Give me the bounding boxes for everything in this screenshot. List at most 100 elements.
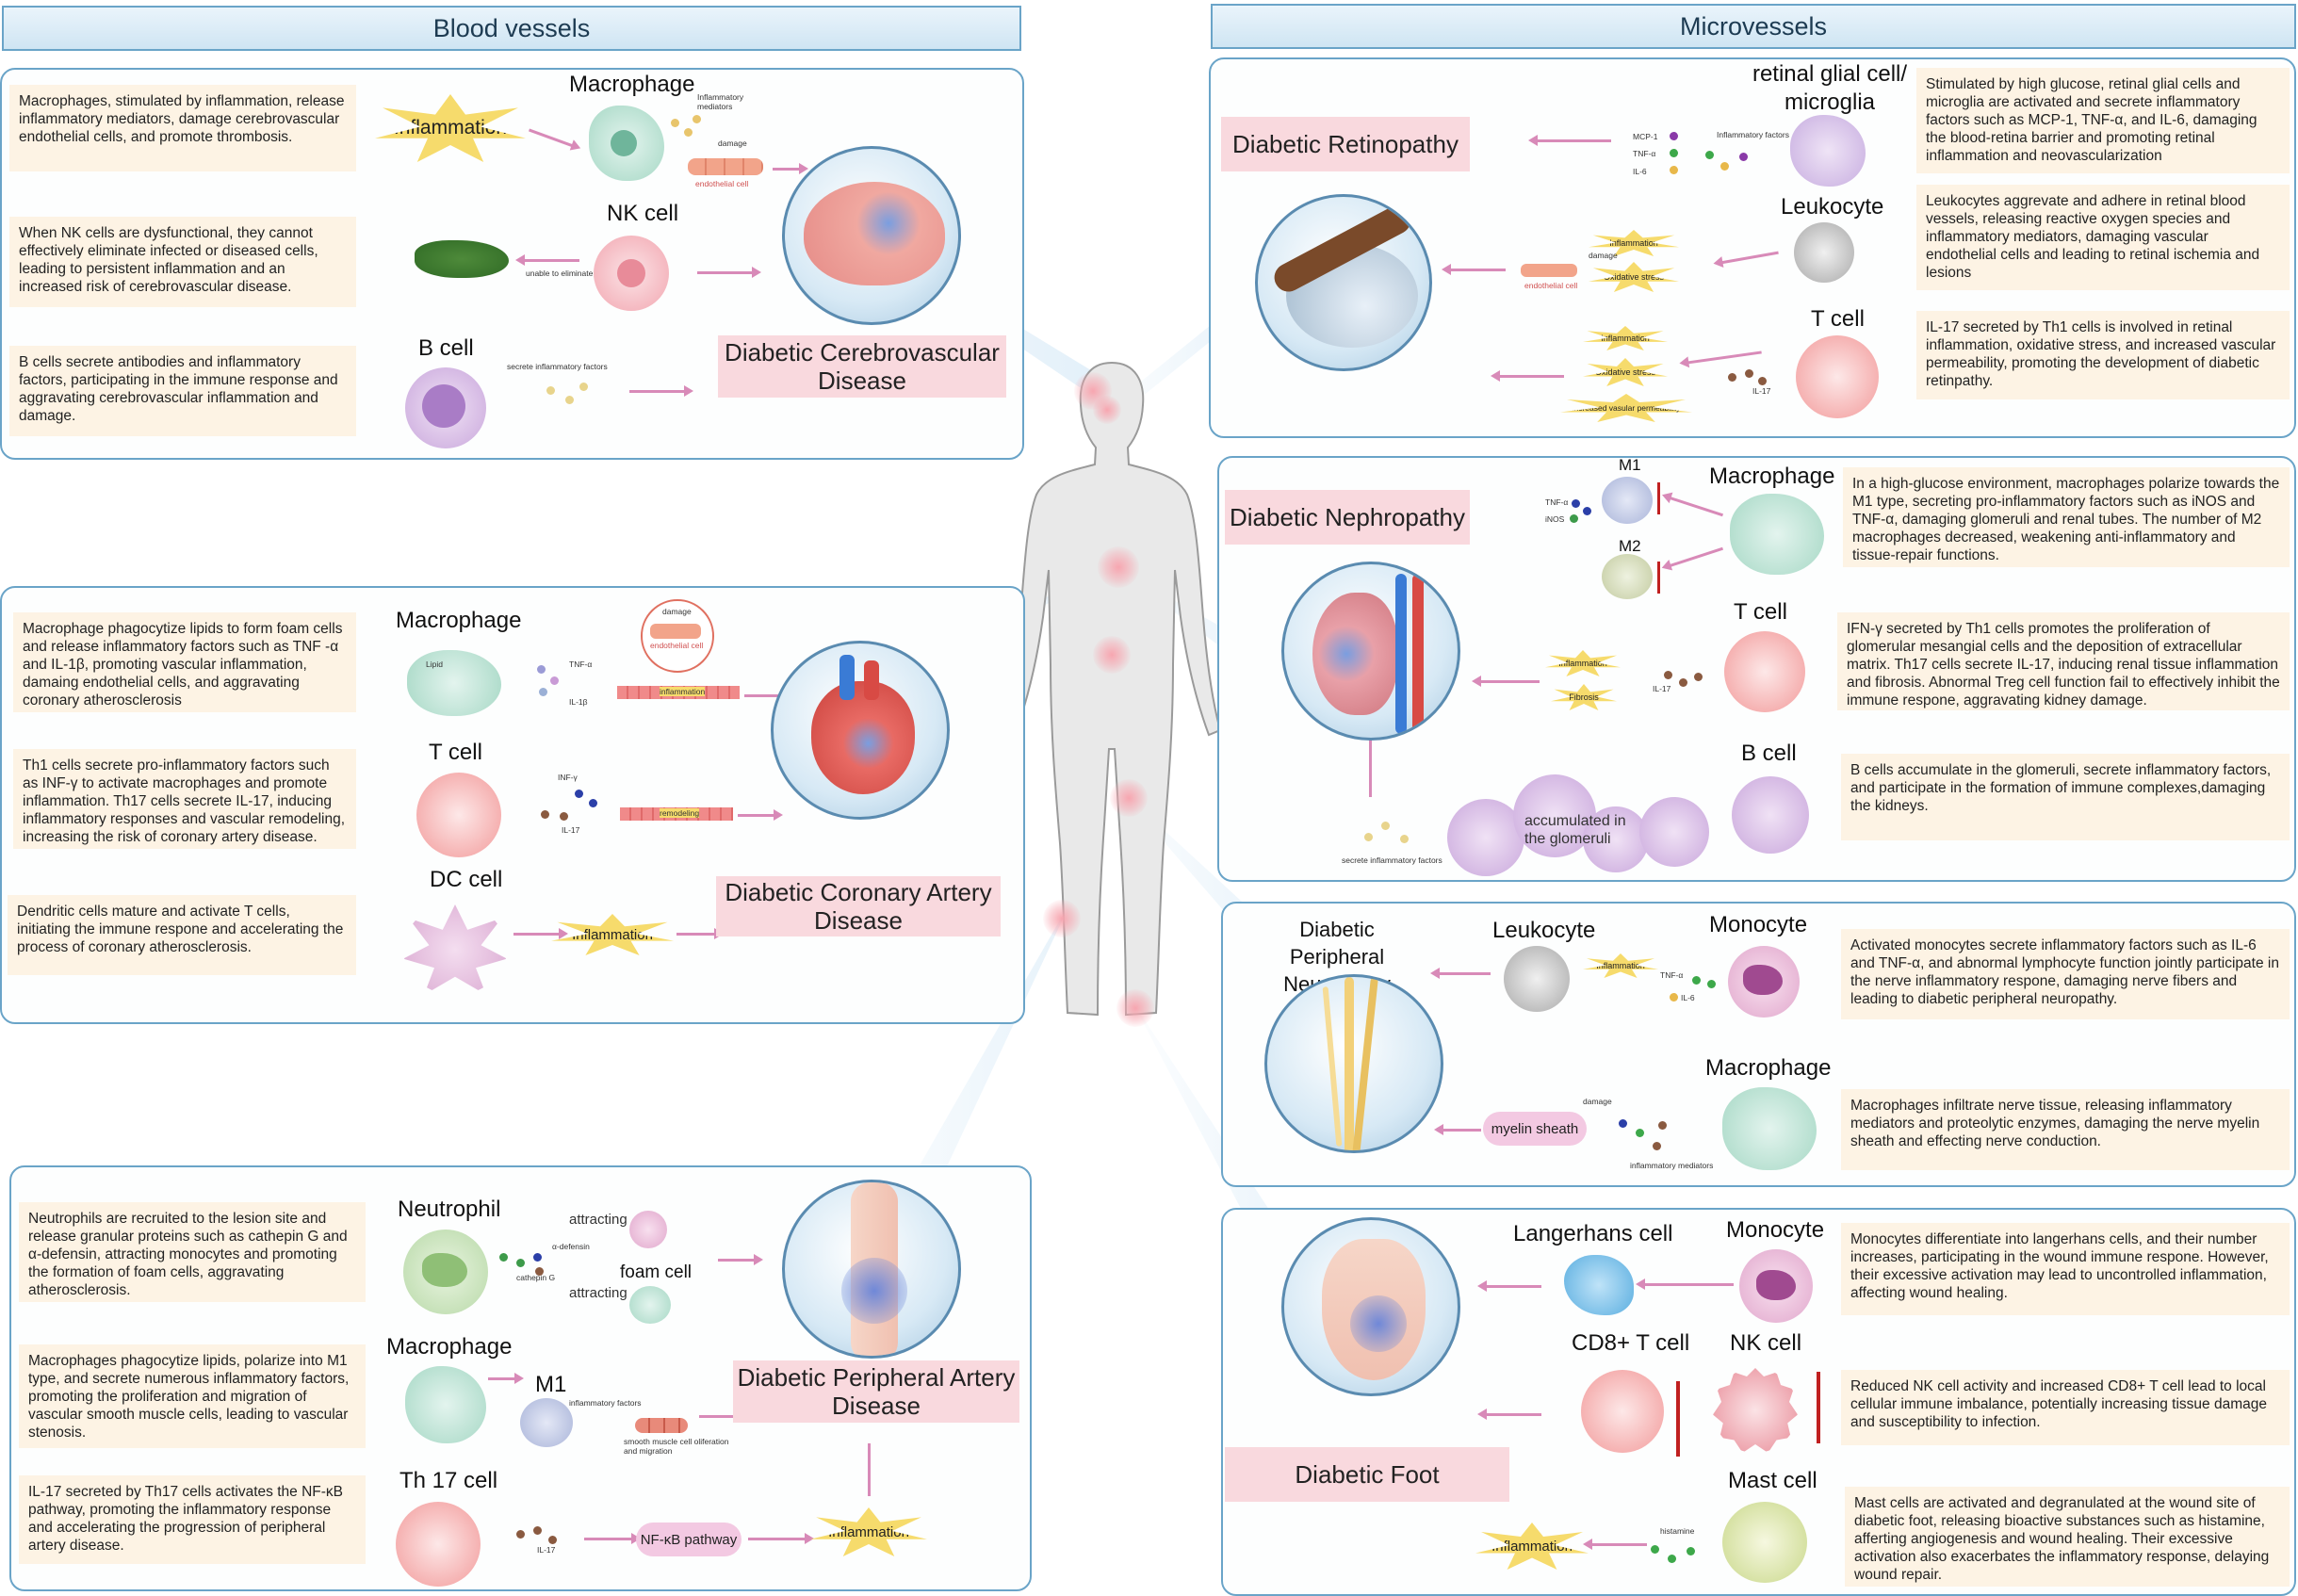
a-defensin-label: α-defensin — [552, 1242, 590, 1251]
th17-cell — [396, 1502, 481, 1587]
retina-il17-label: IL-17 — [1752, 386, 1771, 396]
smc-label: smooth muscle cell oliferation and migra… — [624, 1437, 729, 1456]
hotspot-nerve — [1110, 779, 1148, 817]
factor-dot — [539, 688, 547, 696]
factor-dot — [535, 1267, 544, 1276]
factor-dot — [533, 1253, 542, 1262]
accumulated-label: accumulated in the glomeruli — [1524, 813, 1626, 847]
m1-label: M1 — [1619, 456, 1641, 474]
pad-inflammation-label: Inflammation — [828, 1523, 909, 1540]
arrow-nk-foot — [1477, 1409, 1541, 1420]
factor-dot — [1668, 1555, 1676, 1563]
cathepin-label: cathepin G — [516, 1273, 556, 1282]
arrow-to-heart-2 — [738, 809, 783, 821]
nk-down-arrow — [1817, 1372, 1820, 1443]
monocyte-nucleus — [1743, 965, 1783, 995]
desc-cerebro-b: B cells secrete antibodies and inflammat… — [9, 346, 356, 436]
factor-dot — [1364, 833, 1373, 841]
desc-foot-mast: Mast cells are activated and degranulate… — [1845, 1487, 2290, 1587]
pad-m1-cell — [520, 1398, 573, 1447]
disease-retinopathy: Diabetic Retinopathy — [1221, 117, 1470, 171]
myelin-sheath: myelin sheath — [1483, 1112, 1587, 1146]
desc-nerve-macrophage: Macrophages infiltrate nerve tissue, rel… — [1841, 1089, 2290, 1170]
desc-kidney-macrophage: In a high-glucose environment, macrophag… — [1843, 467, 2290, 567]
desc-kidney-b: B cells accumulate in the glomeruli, sec… — [1841, 754, 2290, 840]
arrow-up-to-disease — [868, 1443, 871, 1496]
factor-dot — [541, 810, 549, 819]
factor-dot — [560, 812, 568, 821]
desc-pad-th17: IL-17 secreted by Th17 cells activates t… — [19, 1475, 366, 1564]
nerve-leukocyte-label: Leukocyte — [1492, 918, 1596, 943]
factor-dot — [1400, 835, 1409, 843]
coronary-damage-label: damage — [662, 607, 692, 616]
endothelial-cells — [688, 158, 763, 175]
hotspot-eye — [1093, 396, 1121, 424]
factor-dot — [1745, 369, 1753, 378]
kidney-macrophage-label: Macrophage — [1709, 464, 1835, 489]
glial-cell — [1790, 115, 1866, 187]
factor-dot — [537, 665, 546, 674]
factor-dot — [1583, 507, 1591, 515]
pad-m1-label: M1 — [535, 1372, 567, 1397]
coronary-t-cell — [416, 773, 501, 857]
cd8-cell — [1581, 1370, 1664, 1453]
nerve-macrophage-label: Macrophage — [1705, 1055, 1832, 1081]
foot-monocyte-nucleus — [1756, 1270, 1796, 1300]
hotspot-foot — [1116, 989, 1154, 1027]
desc-coronary-macrophage: Macrophage phagocytize lipids to form fo… — [13, 612, 356, 712]
langerhans-cell — [1564, 1255, 1634, 1315]
arrow-b-disease — [629, 385, 693, 397]
desc-foot-monocyte: Monocytes differentiate into langerhans … — [1841, 1223, 2290, 1315]
desc-cerebro-nk: When NK cells are dysfunctional, they ca… — [9, 217, 356, 307]
arrow-il17-nfkb — [584, 1533, 641, 1544]
factor-dot — [1739, 153, 1748, 161]
arrow-inflammation-disease — [676, 928, 724, 939]
kidney-fibrosis-label: Fibrosis — [1569, 692, 1599, 702]
factor-dot — [516, 1259, 525, 1267]
factor-dot — [546, 386, 555, 395]
disease-foot: Diabetic Foot — [1225, 1447, 1509, 1502]
arrow-endothelial-eye — [1442, 264, 1506, 275]
arrow-myelin-nerve — [1434, 1124, 1481, 1135]
desc-cerebro-macrophage: Macrophages, stimulated by inflammation,… — [9, 85, 356, 171]
tnf-label: TNF-α — [569, 660, 593, 669]
factor-dot — [1653, 1142, 1661, 1150]
retina-tnf-label: TNF-α — [1633, 149, 1656, 158]
nerve-inflammation-label: Inflammation — [1596, 961, 1645, 970]
factor-dot — [1664, 671, 1672, 679]
desc-foot-nk: Reduced NK cell activity and increased C… — [1841, 1370, 2290, 1445]
kidney-b-cell — [1732, 776, 1809, 854]
disease-peripheral-artery: Diabetic Peripheral Artery Disease — [733, 1360, 1019, 1423]
lipid-label: Lipid — [426, 660, 443, 669]
factor-dot — [1687, 1547, 1695, 1555]
foam-cell — [629, 1286, 671, 1324]
monocyte-small — [629, 1211, 667, 1248]
kidney-secrete-label: secrete inflammatory factors — [1342, 855, 1442, 865]
m2-cell — [1602, 554, 1653, 599]
neutrophil-label: Neutrophil — [398, 1197, 501, 1222]
retina-endothelial — [1521, 264, 1577, 277]
factor-dot — [1572, 499, 1580, 508]
factor-dot — [533, 1526, 542, 1535]
b-cell-label: B cell — [418, 335, 474, 361]
glomeruli-b-cell-4 — [1639, 797, 1709, 867]
arrow-to-leg-1 — [718, 1254, 763, 1265]
factor-dot — [1670, 149, 1678, 157]
factor-dot — [589, 799, 597, 807]
desc-nerve-monocyte: Activated monocytes secrete inflammatory… — [1841, 929, 2290, 1019]
pad-il17-label: IL-17 — [537, 1545, 556, 1555]
neutrophil-nucleus — [422, 1253, 467, 1287]
infected-cells — [415, 240, 509, 278]
factor-dot — [499, 1253, 508, 1262]
kidney-t-cell-label: T cell — [1734, 599, 1787, 625]
macrophage-label: Macrophage — [569, 72, 695, 97]
retina-inflammation-label: Inflammation — [1609, 238, 1658, 248]
coronary-endothelial-label: endothelial cell — [650, 641, 704, 650]
mast-cell-label: Mast cell — [1728, 1468, 1817, 1493]
inflammatory-mediators-label: Inflammatory mediators — [697, 92, 744, 111]
hotspot-artery — [1043, 900, 1081, 937]
factor-dot — [1692, 976, 1701, 985]
mediator-dot — [684, 128, 693, 137]
mediator-dot — [671, 119, 679, 127]
factor-dot — [1679, 678, 1687, 687]
